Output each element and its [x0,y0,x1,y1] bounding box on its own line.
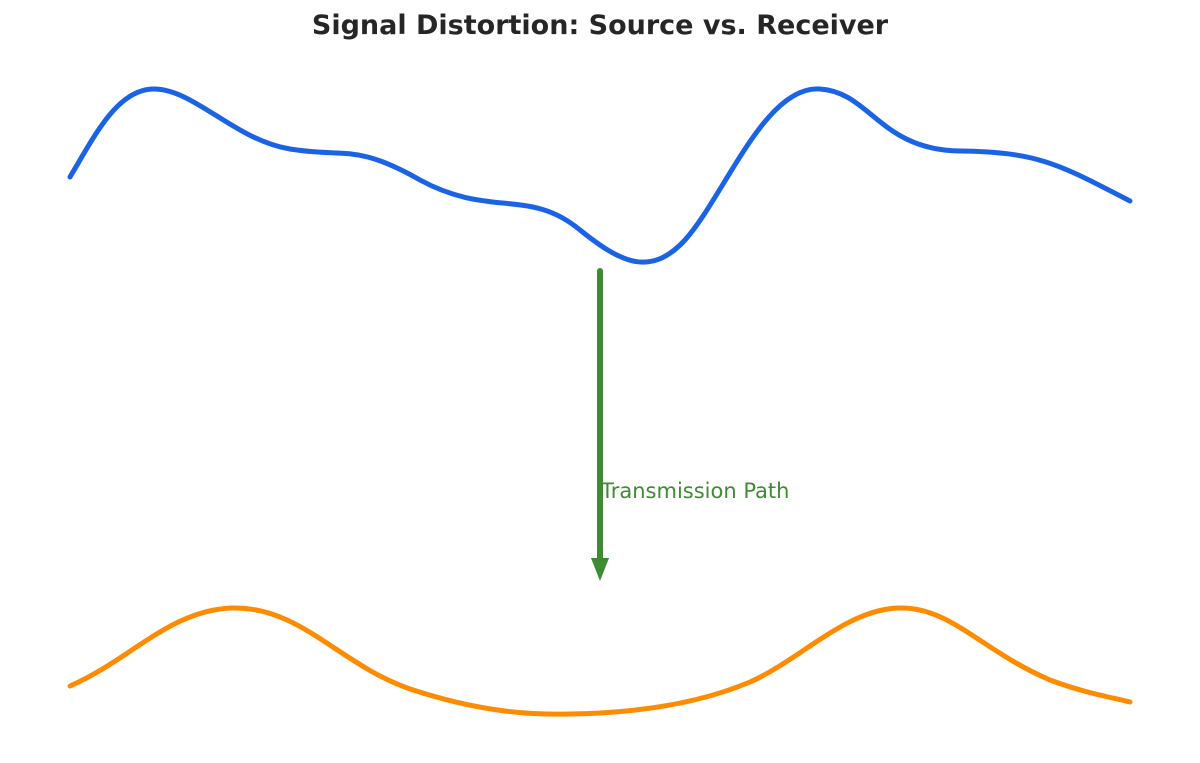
transmission-arrow-head [591,558,609,581]
transmission-path-label: Transmission Path [600,479,789,503]
receiver-signal-curve [67,605,1133,717]
diagram-title: Signal Distortion: Source vs. Receiver [311,10,889,41]
source-signal-curve [67,86,1133,265]
